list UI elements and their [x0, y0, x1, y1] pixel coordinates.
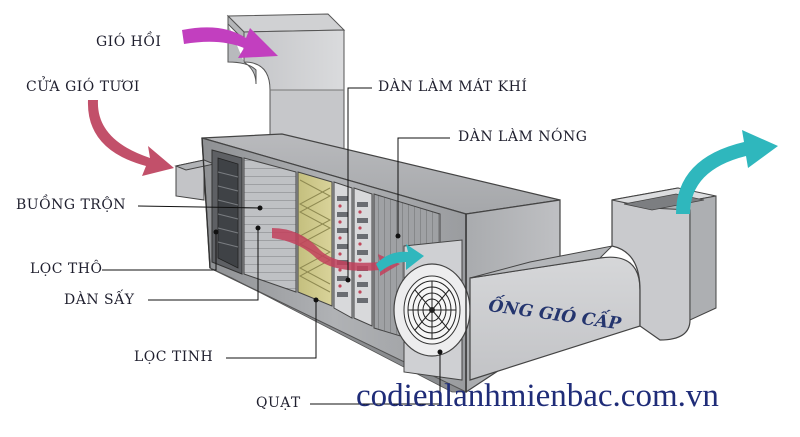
- leader-lines: [102, 87, 450, 405]
- label-mixing-chamber: BUỒNG TRỘN: [16, 197, 127, 213]
- coarse-filter: [243, 157, 297, 293]
- label-coarse-filter: LỌC THÔ: [30, 261, 103, 277]
- leader-dots: [213, 205, 443, 355]
- internal-flow-arrow: [272, 228, 424, 276]
- label-return-air: GIÓ HỒI: [96, 34, 162, 50]
- label-cooling-coil: DÀN LÀM MÁT KHÍ: [378, 79, 528, 95]
- return-air-arrow: [182, 27, 278, 58]
- label-fan: QUẠT: [256, 395, 301, 411]
- fresh-air-inlet: [174, 159, 216, 201]
- casing-front-edge: [201, 137, 467, 392]
- cooling-coil: [333, 181, 353, 319]
- label-heating-coil: DÀN LÀM NÓNG: [458, 129, 588, 145]
- fresh-air-arrow: [87, 100, 174, 176]
- fan-unit: [393, 239, 471, 381]
- label-fresh-air-damper: CỬA GIÓ TƯƠI: [26, 79, 140, 95]
- site-watermark: codienlanhmienbac.com.vn: [356, 378, 719, 414]
- return-air-duct: [226, 13, 346, 155]
- supply-air-duct: [469, 187, 717, 381]
- label-fine-filter: LỌC TINH: [134, 349, 214, 365]
- heating-coil: [353, 187, 373, 327]
- mixing-chamber-damper: [211, 149, 243, 275]
- supply-air-arrow: [676, 130, 778, 214]
- label-preheat-coil: DÀN SẤY: [64, 292, 135, 308]
